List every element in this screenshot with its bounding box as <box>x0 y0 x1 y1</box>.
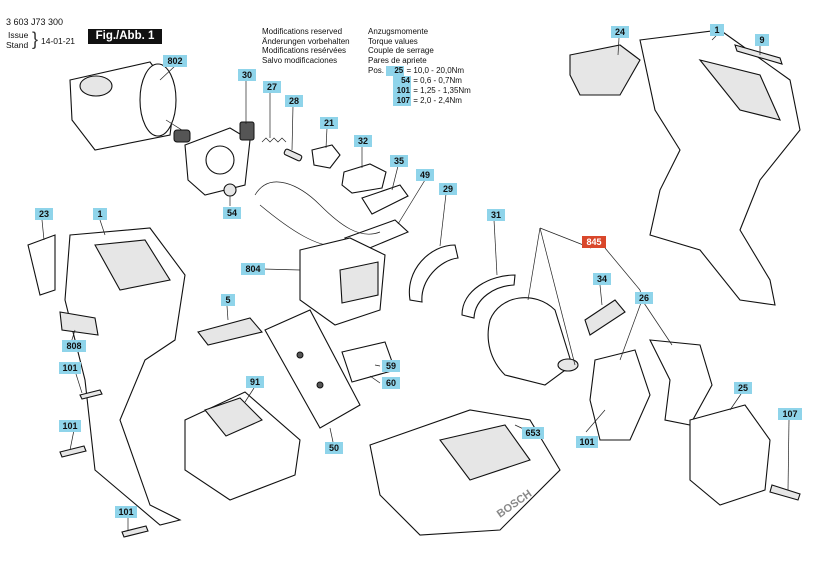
torque-range: 0,6 - 0,7Nm <box>420 76 462 85</box>
issue-label: Issue <box>8 30 29 40</box>
part-label-91: 91 <box>246 376 264 388</box>
chuck-part <box>689 404 771 506</box>
part-label-60: 60 <box>382 377 400 389</box>
torque-eq: = <box>413 76 418 85</box>
torque-title: Anzugsmomente Torque values Couple de se… <box>368 27 434 65</box>
ring-part <box>408 244 459 303</box>
issue-date: 14-01-21 <box>41 36 76 46</box>
part-label-802: 802 <box>163 55 187 67</box>
part-label-101: 101 <box>59 420 81 432</box>
part-label-101: 101 <box>59 362 81 374</box>
modifications-notice: Modifications reserved Änderungen vorbeh… <box>262 27 350 65</box>
torque-pos: 25 <box>386 66 405 76</box>
torque-pos: 54 <box>393 76 411 86</box>
switch-knob-part <box>311 144 341 169</box>
torque-range: 1,25 - 1,35Nm <box>420 86 471 95</box>
part-label-54: 54 <box>223 207 241 219</box>
gearbox-part <box>487 297 573 386</box>
part-label-845: 845 <box>582 236 606 248</box>
torque-title-line: Anzugsmomente <box>368 27 429 36</box>
part-label-21: 21 <box>320 117 338 129</box>
part-label-24: 24 <box>611 26 629 38</box>
screw-part <box>79 389 103 400</box>
torque-pos-label: Pos. <box>368 66 385 75</box>
figure-badge: Fig./Abb. 1 <box>88 29 162 44</box>
torque-row: 101 = 1,25 - 1,35Nm <box>393 86 471 96</box>
slider-part <box>341 163 387 194</box>
part-label-31: 31 <box>487 209 505 221</box>
plate-part <box>197 317 264 346</box>
torque-title-line: Pares de apriete <box>368 55 427 65</box>
part-label-5: 5 <box>221 294 235 306</box>
part-label-35: 35 <box>390 155 408 167</box>
spring-clip-part <box>584 299 626 336</box>
part-label-653: 653 <box>522 427 544 439</box>
collar-part <box>649 339 713 426</box>
notice-line: Modifications reserved <box>262 27 343 36</box>
part-label-804: 804 <box>241 263 265 275</box>
part-label-101: 101 <box>576 436 598 448</box>
torque-eq: = <box>406 66 412 75</box>
part-label-50: 50 <box>325 442 343 454</box>
notice-line: Salvo modificaciones <box>262 55 338 65</box>
part-label-808: 808 <box>62 340 86 352</box>
spring-part <box>261 137 287 143</box>
cover-part <box>569 44 641 96</box>
part-label-101: 101 <box>115 506 137 518</box>
bracket-part <box>184 121 255 196</box>
screw-part <box>121 525 149 538</box>
housing-left-part <box>64 227 186 526</box>
part-label-107: 107 <box>778 408 802 420</box>
part-label-25: 25 <box>734 382 752 394</box>
torque-pos: 101 <box>393 86 411 96</box>
torque-eq: = <box>413 96 418 105</box>
contact-part <box>361 184 409 215</box>
side-cover-part <box>27 234 56 296</box>
collar-part <box>589 349 651 441</box>
part-label-23: 23 <box>35 208 53 220</box>
stand-label: Stand <box>6 40 29 50</box>
torque-row: 107 = 2,0 - 2,4Nm <box>393 96 462 106</box>
pcb-part <box>264 309 361 429</box>
notice-line: Änderungen vorbehalten <box>262 36 350 46</box>
screw-part <box>59 445 87 458</box>
torque-eq: = <box>413 86 418 95</box>
part-label-49: 49 <box>416 169 434 181</box>
torque-range: 2,0 - 2,4Nm <box>420 96 462 105</box>
torque-pos: 107 <box>393 96 411 106</box>
washer-part <box>223 183 237 197</box>
part-label-30: 30 <box>238 69 256 81</box>
part-label-34: 34 <box>593 273 611 285</box>
ring-gear-part <box>461 274 516 319</box>
motor-part <box>69 61 191 151</box>
torque-row: Pos. 25 = 10,0 - 20,0Nm <box>368 66 464 76</box>
part-label-1: 1 <box>710 24 724 36</box>
part-label-27: 27 <box>263 81 281 93</box>
document-number: 3 603 J73 300 <box>6 17 64 27</box>
nameplate-part <box>59 311 99 336</box>
part-label-29: 29 <box>439 183 457 195</box>
part-label-9: 9 <box>755 34 769 46</box>
pin-part <box>283 148 303 162</box>
torque-range: 10,0 - 20,0Nm <box>413 66 465 75</box>
torque-title-line: Torque values <box>368 36 418 46</box>
strip-part <box>734 44 783 65</box>
screw-part <box>769 484 801 501</box>
part-label-59: 59 <box>382 360 400 372</box>
torque-row: 54 = 0,6 - 0,7Nm <box>393 76 462 86</box>
part-label-1: 1 <box>93 208 107 220</box>
part-label-32: 32 <box>354 135 372 147</box>
issue-brace: } <box>32 29 39 49</box>
part-label-26: 26 <box>635 292 653 304</box>
part-label-28: 28 <box>285 95 303 107</box>
torque-title-line: Couple de serrage <box>368 46 434 56</box>
notice-line: Modifications resérvées <box>262 46 347 56</box>
